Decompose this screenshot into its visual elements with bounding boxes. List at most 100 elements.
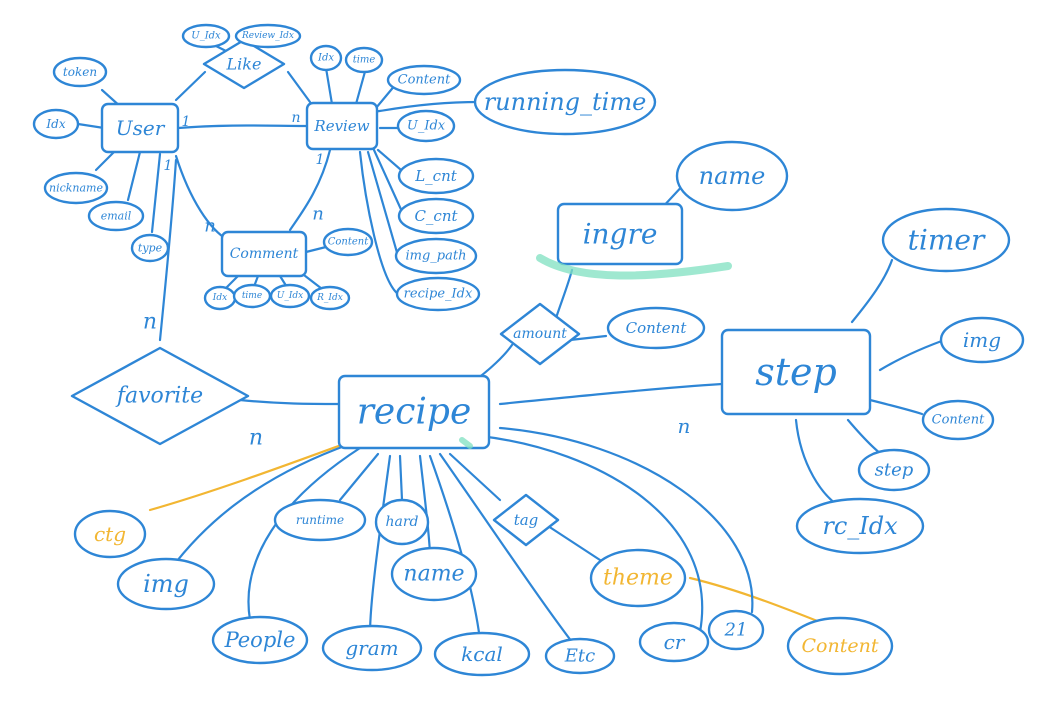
attr-review-c-cnt: C_cnt bbox=[397, 197, 475, 235]
attr-comment-idx: Idx bbox=[203, 285, 237, 311]
attr-review-time: time bbox=[344, 46, 384, 74]
attr-amount-content: Content bbox=[606, 306, 706, 350]
attr-recipe-etc-ellipse bbox=[544, 637, 616, 675]
attr-review-l-cnt-label: L_cnt bbox=[414, 167, 458, 185]
edge-recipe-cr bbox=[478, 434, 704, 634]
entity-comment-box bbox=[220, 230, 308, 278]
attr-step-step-label: step bbox=[875, 460, 914, 481]
entity-recipe-label: recipe bbox=[357, 392, 472, 433]
attr-comment-idx-label: Idx bbox=[212, 293, 227, 303]
relationship-like-label: Like bbox=[226, 55, 262, 74]
attr-user-type-label: type bbox=[138, 242, 163, 255]
attr-user-type-ellipse bbox=[130, 233, 170, 263]
attr-user-email: email bbox=[87, 200, 145, 232]
attr-recipe-cr-label: cr bbox=[664, 630, 686, 654]
attr-recipe-21-label: 21 bbox=[724, 620, 748, 641]
attr-recipe-21-ellipse bbox=[707, 609, 765, 651]
edge-step-img bbox=[878, 336, 952, 372]
attr-review-recipe-idx-ellipse bbox=[395, 276, 481, 312]
edge-amount-content bbox=[568, 334, 608, 342]
attr-review-content: Content bbox=[386, 64, 462, 96]
attr-like-u-idx-label: U_Idx bbox=[191, 31, 221, 42]
card-comment-review-n: n bbox=[312, 204, 324, 225]
attr-step-img-ellipse bbox=[939, 316, 1025, 364]
edge-user-comment bbox=[174, 154, 230, 242]
attr-comment-u-idx-ellipse bbox=[269, 283, 311, 309]
attr-theme-content: Content bbox=[786, 616, 894, 676]
card-comment-user-n: n bbox=[204, 216, 216, 237]
attr-user-type: type bbox=[130, 233, 170, 263]
edge-recipe-21 bbox=[498, 426, 754, 614]
edge-recipe-people bbox=[247, 446, 362, 622]
attr-recipe-name-label: name bbox=[403, 562, 464, 587]
entity-user-box bbox=[100, 102, 180, 154]
attr-review-u-idx-label: U_Idx bbox=[407, 119, 446, 134]
attr-recipe-gram: gram bbox=[321, 624, 423, 672]
entity-review: Review bbox=[305, 101, 379, 151]
relationship-like: Like bbox=[202, 38, 286, 90]
card-recipe-step-n: n bbox=[678, 414, 691, 438]
attr-recipe-people: People bbox=[211, 615, 309, 665]
attr-review-recipe-idx: recipe_Idx bbox=[395, 276, 481, 312]
attr-review-running-time: running_time bbox=[473, 68, 657, 136]
attr-recipe-name-ellipse bbox=[390, 546, 478, 602]
entity-ingre: ingre bbox=[556, 202, 684, 266]
attr-step-timer-label: timer bbox=[908, 224, 986, 257]
edge-tag-theme bbox=[546, 524, 602, 562]
edge-review-time bbox=[354, 66, 368, 106]
edge-user-idx bbox=[76, 122, 106, 130]
attr-review-l-cnt-ellipse bbox=[397, 157, 475, 195]
entity-review-label: Review bbox=[313, 117, 369, 135]
edge-recipe-runtime bbox=[338, 452, 380, 502]
edge-step-rcidx bbox=[794, 418, 852, 514]
entity-user: User bbox=[100, 102, 180, 154]
edge-recipe-hard bbox=[398, 454, 404, 502]
attr-amount-content-label: Content bbox=[626, 319, 688, 337]
edge-recipe-gram bbox=[368, 454, 392, 636]
entity-comment: Comment bbox=[220, 230, 308, 278]
edge-review-imgpath bbox=[366, 150, 400, 258]
attr-recipe-runtime-ellipse bbox=[273, 498, 367, 542]
edge-user-like bbox=[174, 70, 207, 102]
attr-review-c-cnt-ellipse bbox=[397, 197, 475, 235]
attr-recipe-hard-ellipse bbox=[374, 498, 430, 546]
entity-review-box bbox=[305, 101, 379, 151]
relationship-tag: tag bbox=[492, 493, 560, 547]
entity-step: step bbox=[720, 328, 872, 416]
edge-step-timer bbox=[850, 258, 894, 324]
attr-user-email-ellipse bbox=[87, 200, 145, 232]
relationship-tag-diamond bbox=[492, 493, 560, 547]
card-review-comment-1: 1 bbox=[316, 152, 325, 168]
attr-comment-time-label: time bbox=[242, 291, 262, 301]
edge-review-ccnt bbox=[372, 148, 406, 218]
attr-recipe-hard: hard bbox=[374, 498, 430, 546]
relationship-favorite: favorite bbox=[70, 346, 250, 446]
entity-step-box bbox=[720, 328, 872, 416]
attr-user-idx: Idx bbox=[32, 108, 80, 140]
attr-like-u-idx-ellipse bbox=[181, 23, 231, 49]
attr-recipe-ctg-label: ctg bbox=[94, 522, 126, 546]
attr-ingre-name-ellipse bbox=[675, 140, 789, 212]
entity-recipe-box bbox=[337, 374, 491, 450]
relationship-favorite-diamond bbox=[70, 346, 250, 446]
attr-like-review-idx-label: Review_Idx bbox=[241, 31, 294, 41]
relationship-tag-label: tag bbox=[514, 511, 539, 529]
attr-step-timer-ellipse bbox=[881, 207, 1011, 273]
attr-review-recipe-idx-label: recipe_Idx bbox=[404, 287, 473, 302]
attr-user-token-ellipse bbox=[52, 56, 108, 88]
attr-comment-r-idx-label: R_Idx bbox=[316, 293, 343, 303]
attr-user-token-label: token bbox=[63, 65, 97, 79]
edge-recipe-img bbox=[168, 442, 352, 572]
edge-review-comment bbox=[288, 148, 332, 232]
attr-recipe-etc: Etc bbox=[544, 637, 616, 675]
attr-recipe-kcal-label: kcal bbox=[461, 642, 503, 666]
attr-recipe-runtime-label: runtime bbox=[296, 513, 344, 527]
attr-review-img-path-label: img_path bbox=[406, 249, 467, 264]
attr-step-step: step bbox=[857, 448, 931, 492]
card-user-review-1: 1 bbox=[182, 114, 191, 130]
attr-step-rc-idx-label: rc_Idx bbox=[822, 512, 898, 540]
attr-recipe-cr-ellipse bbox=[638, 621, 710, 663]
attr-recipe-cr: cr bbox=[638, 621, 710, 663]
